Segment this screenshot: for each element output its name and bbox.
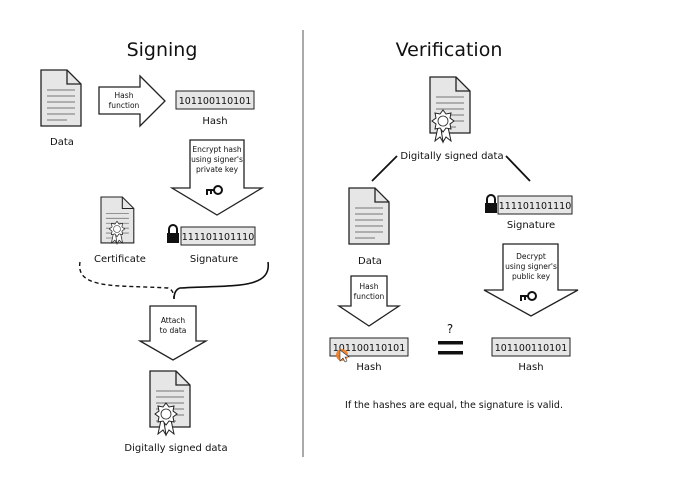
signing-hash-label: Hash	[202, 116, 227, 127]
validity-note: If the hashes are equal, the signature i…	[345, 400, 563, 411]
verification-hash-label-left: Hash	[356, 362, 381, 373]
document-icon	[348, 187, 390, 245]
verification-signature-label: Signature	[507, 220, 555, 231]
hash-function-arrow: Hash function	[98, 74, 166, 128]
lock-icon	[484, 194, 498, 214]
verification-signature-bits: 111101101110	[499, 201, 572, 212]
verification-data-label: Data	[358, 256, 382, 267]
signing-signed-label: Digitally signed data	[124, 443, 227, 454]
encrypt-arrow-line-1: Encrypt hash	[192, 145, 241, 154]
hash-value-box	[329, 337, 409, 357]
signing-hash-bits: 101100110101	[179, 96, 252, 107]
verification-signed-label: Digitally signed data	[400, 151, 503, 162]
certificate-label: Certificate	[94, 254, 146, 265]
equals-bar-top	[438, 341, 463, 345]
signed-document-icon	[149, 370, 191, 436]
hash-function-arrow: Hash function	[336, 275, 402, 327]
equals-bar-bottom	[438, 351, 463, 355]
verify-hash-arrow-line-1: Hash	[360, 282, 379, 291]
encrypt-arrow-line-3: private key	[196, 165, 239, 174]
decrypt-arrow-line-3: public key	[512, 272, 551, 281]
split-line-left	[371, 155, 398, 182]
cursor-pointer-icon	[336, 349, 350, 363]
lock-icon	[166, 224, 180, 244]
verification-title: Verification	[396, 39, 503, 61]
hash-arrow-line-2: function	[109, 101, 140, 110]
decrypt-arrow: Decrypt using signer's public key	[483, 243, 579, 317]
verification-hash-label-right: Hash	[518, 362, 543, 373]
attach-arrow-line-2: to data	[160, 326, 187, 335]
signature-value-box	[180, 226, 256, 246]
attach-arrow: Attach to data	[137, 305, 209, 361]
decrypt-arrow-line-1: Decrypt	[516, 252, 546, 261]
hash-arrow-line-1: Hash	[115, 91, 134, 100]
attach-arrow-line-1: Attach	[161, 316, 186, 325]
decrypt-arrow-line-2: using signer's	[505, 262, 557, 271]
signing-data-label: Data	[50, 137, 74, 148]
signature-value-box	[497, 195, 573, 215]
verification-hash-bits-right: 101100110101	[495, 343, 568, 354]
signing-signature-bits: 111101101110	[182, 232, 255, 243]
verification-hash-bits-left: 101100110101	[333, 343, 406, 354]
encrypt-arrow-line-2: using signer's	[191, 155, 243, 164]
verify-hash-arrow-line-2: function	[354, 292, 385, 301]
encrypt-arrow: Encrypt hash using signer's private key	[169, 139, 265, 216]
hash-value-box	[175, 90, 255, 110]
document-icon	[40, 69, 82, 127]
signed-document-icon	[429, 76, 471, 143]
signing-signature-label: Signature	[190, 254, 238, 265]
certificate-icon	[100, 196, 135, 245]
question-mark: ?	[447, 322, 453, 336]
attach-brace	[79, 261, 269, 300]
hash-value-box	[491, 337, 571, 357]
signing-title: Signing	[127, 39, 198, 61]
split-line-right	[505, 155, 531, 182]
